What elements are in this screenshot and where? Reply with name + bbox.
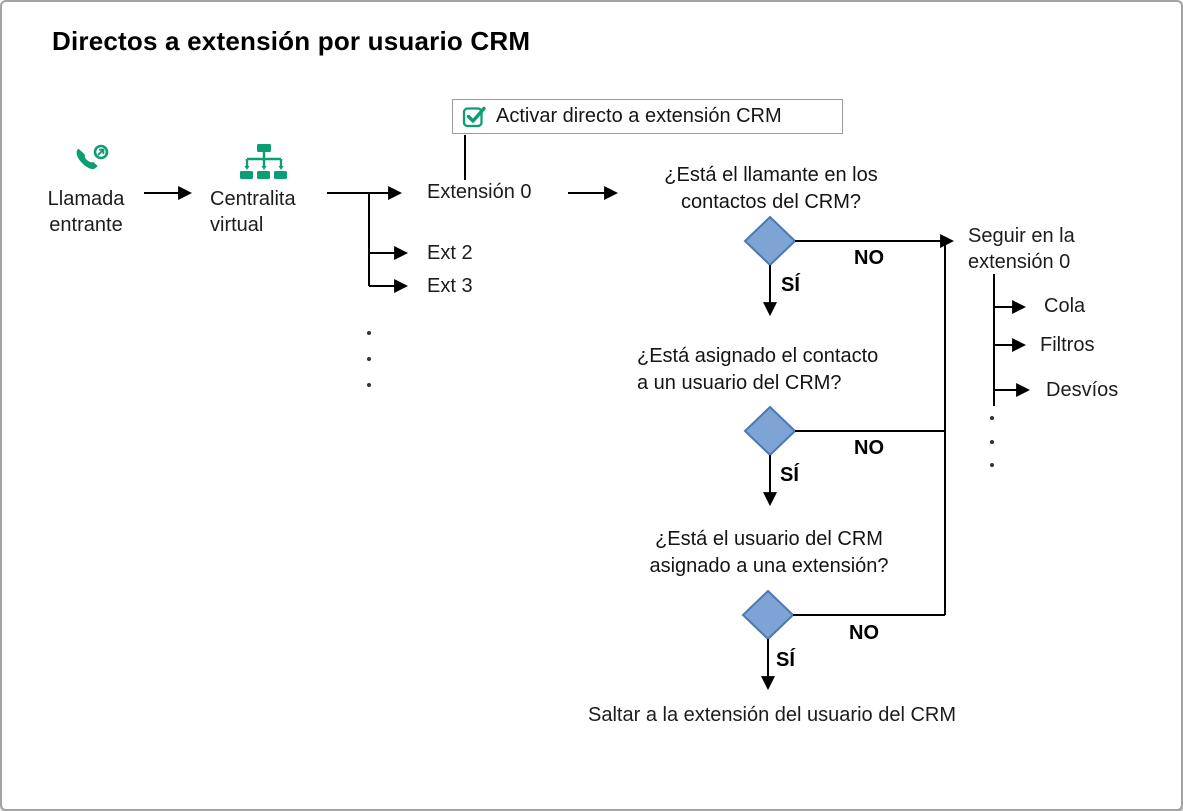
- phone-incoming-icon: [68, 142, 114, 189]
- node-stay-extension0: Seguir en la extensión 0: [968, 223, 1075, 275]
- stay-subtree-ellipsis: [990, 416, 994, 467]
- edge-label-yes-1: SÍ: [781, 274, 800, 296]
- edge-label-yes-3: SÍ: [776, 649, 795, 671]
- extension-list-ellipsis: [367, 331, 371, 387]
- virtual-pbx-line1: Centralita: [210, 188, 296, 210]
- node-filtros: Filtros: [1040, 334, 1095, 356]
- question-2: ¿Está asignado el contacto a un usuario …: [637, 343, 878, 397]
- decision-diamond-2: [743, 405, 797, 457]
- question-2-line1: ¿Está asignado el contacto: [637, 345, 879, 367]
- page-title: Directos a extensión por usuario CRM: [52, 26, 531, 56]
- checkbox-checked-icon: [462, 104, 487, 129]
- node-ext3: Ext 3: [427, 275, 473, 297]
- edge-pbx-to-extensions: [327, 186, 409, 293]
- edge-label-no-1: NO: [854, 247, 884, 269]
- question-3-line2: asignado a una extensión?: [649, 555, 889, 577]
- decision-diamond-3: [741, 589, 795, 641]
- node-cola: Cola: [1044, 295, 1086, 317]
- question-3-line1: ¿Está el usuario del CRM: [655, 528, 883, 550]
- edge-label-no-3: NO: [849, 622, 879, 644]
- incoming-call-line2: entrante: [49, 214, 123, 236]
- question-3: ¿Está el usuario del CRM asignado a una …: [618, 526, 920, 580]
- question-1-line1: ¿Está el llamante en los: [664, 164, 878, 186]
- incoming-call-line1: Llamada: [47, 188, 125, 210]
- node-extension0: Extensión 0: [427, 181, 532, 203]
- edge-label-yes-2: SÍ: [780, 464, 799, 486]
- node-desvios: Desvíos: [1046, 379, 1119, 401]
- sitemap-icon: [239, 142, 289, 189]
- node-jump-to-extension: Saltar a la extensión del usuario del CR…: [588, 704, 956, 726]
- edge-label-no-2: NO: [854, 437, 884, 459]
- node-incoming-call: Llamada entrante: [28, 186, 144, 238]
- node-ext2: Ext 2: [427, 242, 473, 264]
- activate-crm-label: Activar directo a extensión CRM: [496, 105, 782, 127]
- decision-diamond-1: [743, 215, 797, 267]
- stay-subtree-edges: [993, 274, 1031, 406]
- stay-extension0-line1: Seguir en la: [968, 225, 1075, 247]
- stay-extension0-line2: extensión 0: [968, 251, 1071, 273]
- virtual-pbx-line2: virtual: [210, 214, 264, 236]
- question-2-line2: a un usuario del CRM?: [637, 372, 842, 394]
- node-virtual-pbx: Centralita virtual: [210, 186, 296, 238]
- question-1-line2: contactos del CRM?: [680, 191, 862, 213]
- question-1: ¿Está el llamante en los contactos del C…: [642, 162, 900, 216]
- activate-crm-option[interactable]: Activar directo a extensión CRM: [452, 99, 843, 134]
